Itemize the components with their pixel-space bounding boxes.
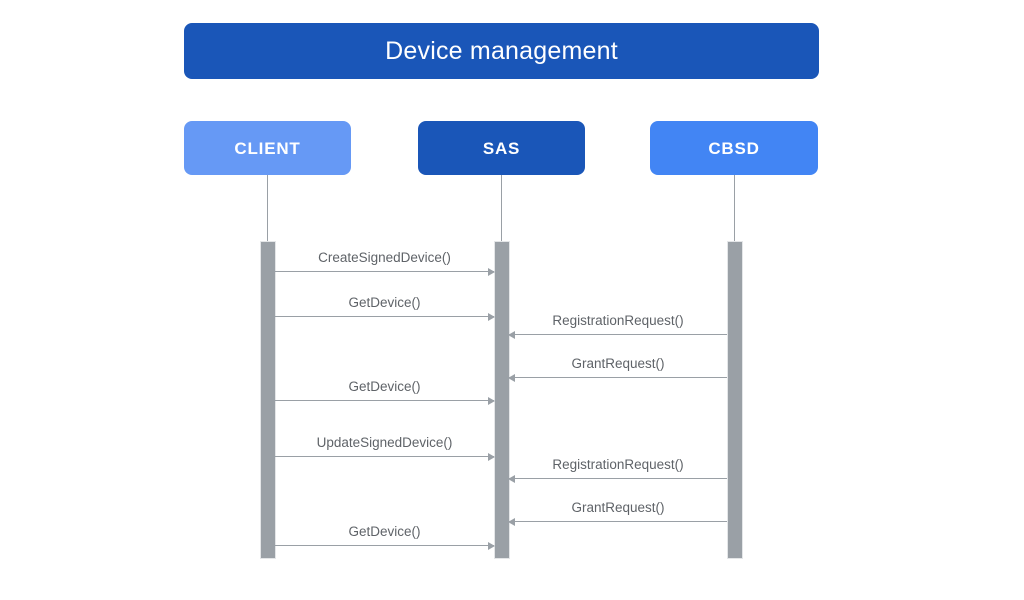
message-label: GetDevice() [348, 379, 421, 395]
participant-label-client: CLIENT [234, 138, 301, 158]
activation-bar-client [260, 241, 276, 559]
message-line [509, 377, 727, 378]
activation-bar-sas [494, 241, 510, 559]
arrowhead-right-icon [488, 396, 495, 405]
diagram-title: Device management [385, 36, 618, 65]
message-line [509, 478, 727, 479]
message-label: RegistrationRequest() [552, 313, 684, 329]
message-label: RegistrationRequest() [552, 457, 684, 473]
arrowhead-left-icon [508, 474, 515, 483]
message-line [275, 545, 494, 546]
arrowhead-right-icon [488, 452, 495, 461]
diagram-title-bar: Device management [184, 23, 819, 79]
message-line [275, 456, 494, 457]
arrowhead-right-icon [488, 312, 495, 321]
lifeline-cbsd [734, 175, 735, 241]
arrowhead-right-icon [488, 541, 495, 550]
activation-bar-cbsd [727, 241, 743, 559]
message-label: CreateSignedDevice() [318, 250, 451, 266]
lifeline-client [267, 175, 268, 241]
arrowhead-left-icon [508, 517, 515, 526]
participant-label-sas: SAS [482, 138, 521, 158]
message-line [275, 316, 494, 317]
message-line [275, 271, 494, 272]
arrowhead-right-icon [488, 267, 495, 276]
message-line [275, 400, 494, 401]
message-label: GrantRequest() [571, 500, 665, 516]
message-label: UpdateSignedDevice() [316, 435, 453, 451]
participant-label-cbsd: CBSD [708, 138, 760, 158]
message-label: GetDevice() [348, 524, 421, 540]
participant-box-client[interactable]: CLIENT [184, 121, 351, 175]
arrowhead-left-icon [508, 330, 515, 339]
message-label: GrantRequest() [571, 356, 665, 372]
participant-box-cbsd[interactable]: CBSD [650, 121, 818, 175]
message-label: GetDevice() [348, 295, 421, 311]
participant-box-sas[interactable]: SAS [418, 121, 585, 175]
message-line [509, 334, 727, 335]
arrowhead-left-icon [508, 373, 515, 382]
message-line [509, 521, 727, 522]
lifeline-sas [501, 175, 502, 241]
